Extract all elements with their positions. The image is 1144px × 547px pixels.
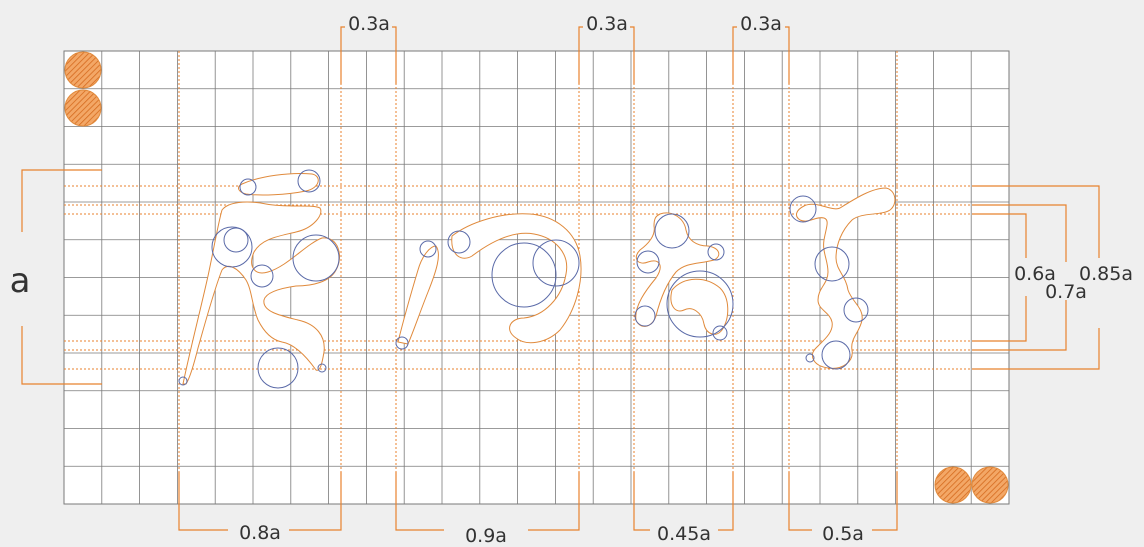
- corner-markers: [64, 51, 1009, 504]
- hatched-circle-icon: [971, 466, 1009, 504]
- character-1-circles: [178, 169, 340, 389]
- label-width-1: 0.8a: [239, 522, 281, 544]
- label-height-mid: 0.7a: [1045, 281, 1087, 303]
- label-top-gap-3: 0.3a: [740, 13, 782, 35]
- dimension-labels: 0.3a 0.3a 0.3a 0.8a 0.9a 0.45a 0.5a a 0.…: [10, 13, 1133, 547]
- character-2-circles: [395, 230, 580, 350]
- label-height-large: 0.85a: [1079, 263, 1133, 285]
- character-4-circles: [789, 195, 869, 370]
- calligraphy-character-2: [397, 213, 582, 345]
- hatched-circle-icon: [934, 466, 972, 504]
- label-side-a: a: [10, 261, 31, 301]
- character-3-circles: [634, 213, 734, 341]
- hatched-circle-icon: [64, 89, 102, 127]
- label-width-2: 0.9a: [465, 525, 507, 547]
- label-top-gap-1: 0.3a: [348, 13, 390, 35]
- hatched-circle-icon: [64, 51, 102, 89]
- dimension-brackets: [21, 26, 1100, 531]
- label-width-4: 0.5a: [822, 523, 864, 545]
- grid-lines: [64, 51, 1009, 504]
- label-width-3: 0.45a: [657, 523, 711, 545]
- label-top-gap-2: 0.3a: [586, 13, 628, 35]
- label-height-small: 0.6a: [1014, 263, 1056, 285]
